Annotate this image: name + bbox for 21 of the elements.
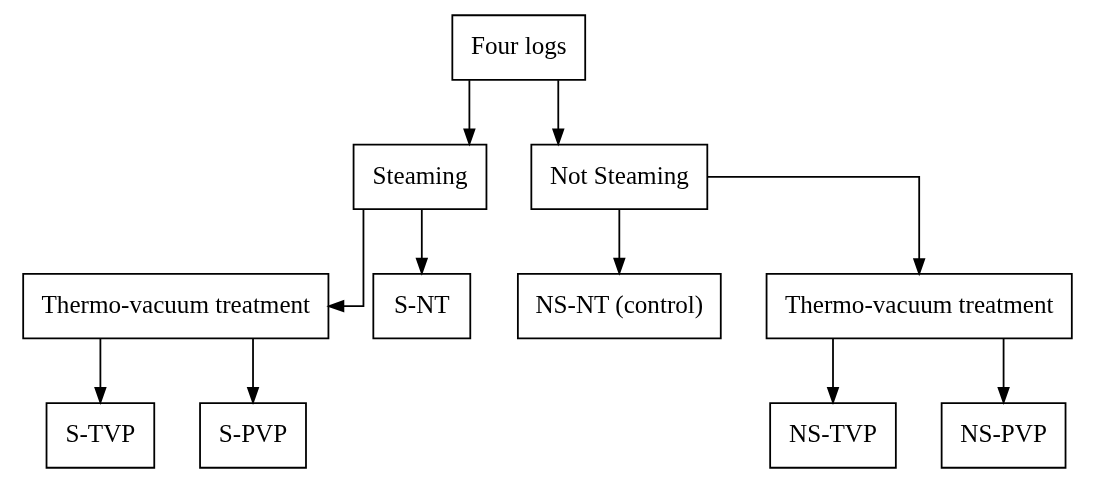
arrow (706, 175, 925, 277)
node-box: Thermo-vacuum treatment (765, 272, 1073, 340)
node-box: Thermo-vacuum treatment (21, 272, 329, 340)
arrow (826, 337, 839, 406)
node-box: Steaming (352, 143, 487, 211)
node-box: S-PVP (198, 402, 307, 469)
arrow (93, 337, 107, 406)
node-box: S-TVP (45, 402, 155, 469)
arrow (415, 208, 428, 276)
node-box: Not Steaming (529, 143, 708, 211)
arrow (551, 79, 565, 147)
arrow (246, 337, 259, 406)
arrow (612, 208, 626, 276)
node-box: NS-NT (control) (516, 272, 722, 340)
node-box: NS-PVP (940, 402, 1066, 469)
arrow (462, 79, 476, 147)
node-box: Four logs (450, 14, 586, 81)
arrow (325, 208, 364, 313)
node-box: NS-TVP (768, 402, 897, 469)
arrow (996, 337, 1010, 406)
node-box: S-NT (371, 272, 471, 340)
